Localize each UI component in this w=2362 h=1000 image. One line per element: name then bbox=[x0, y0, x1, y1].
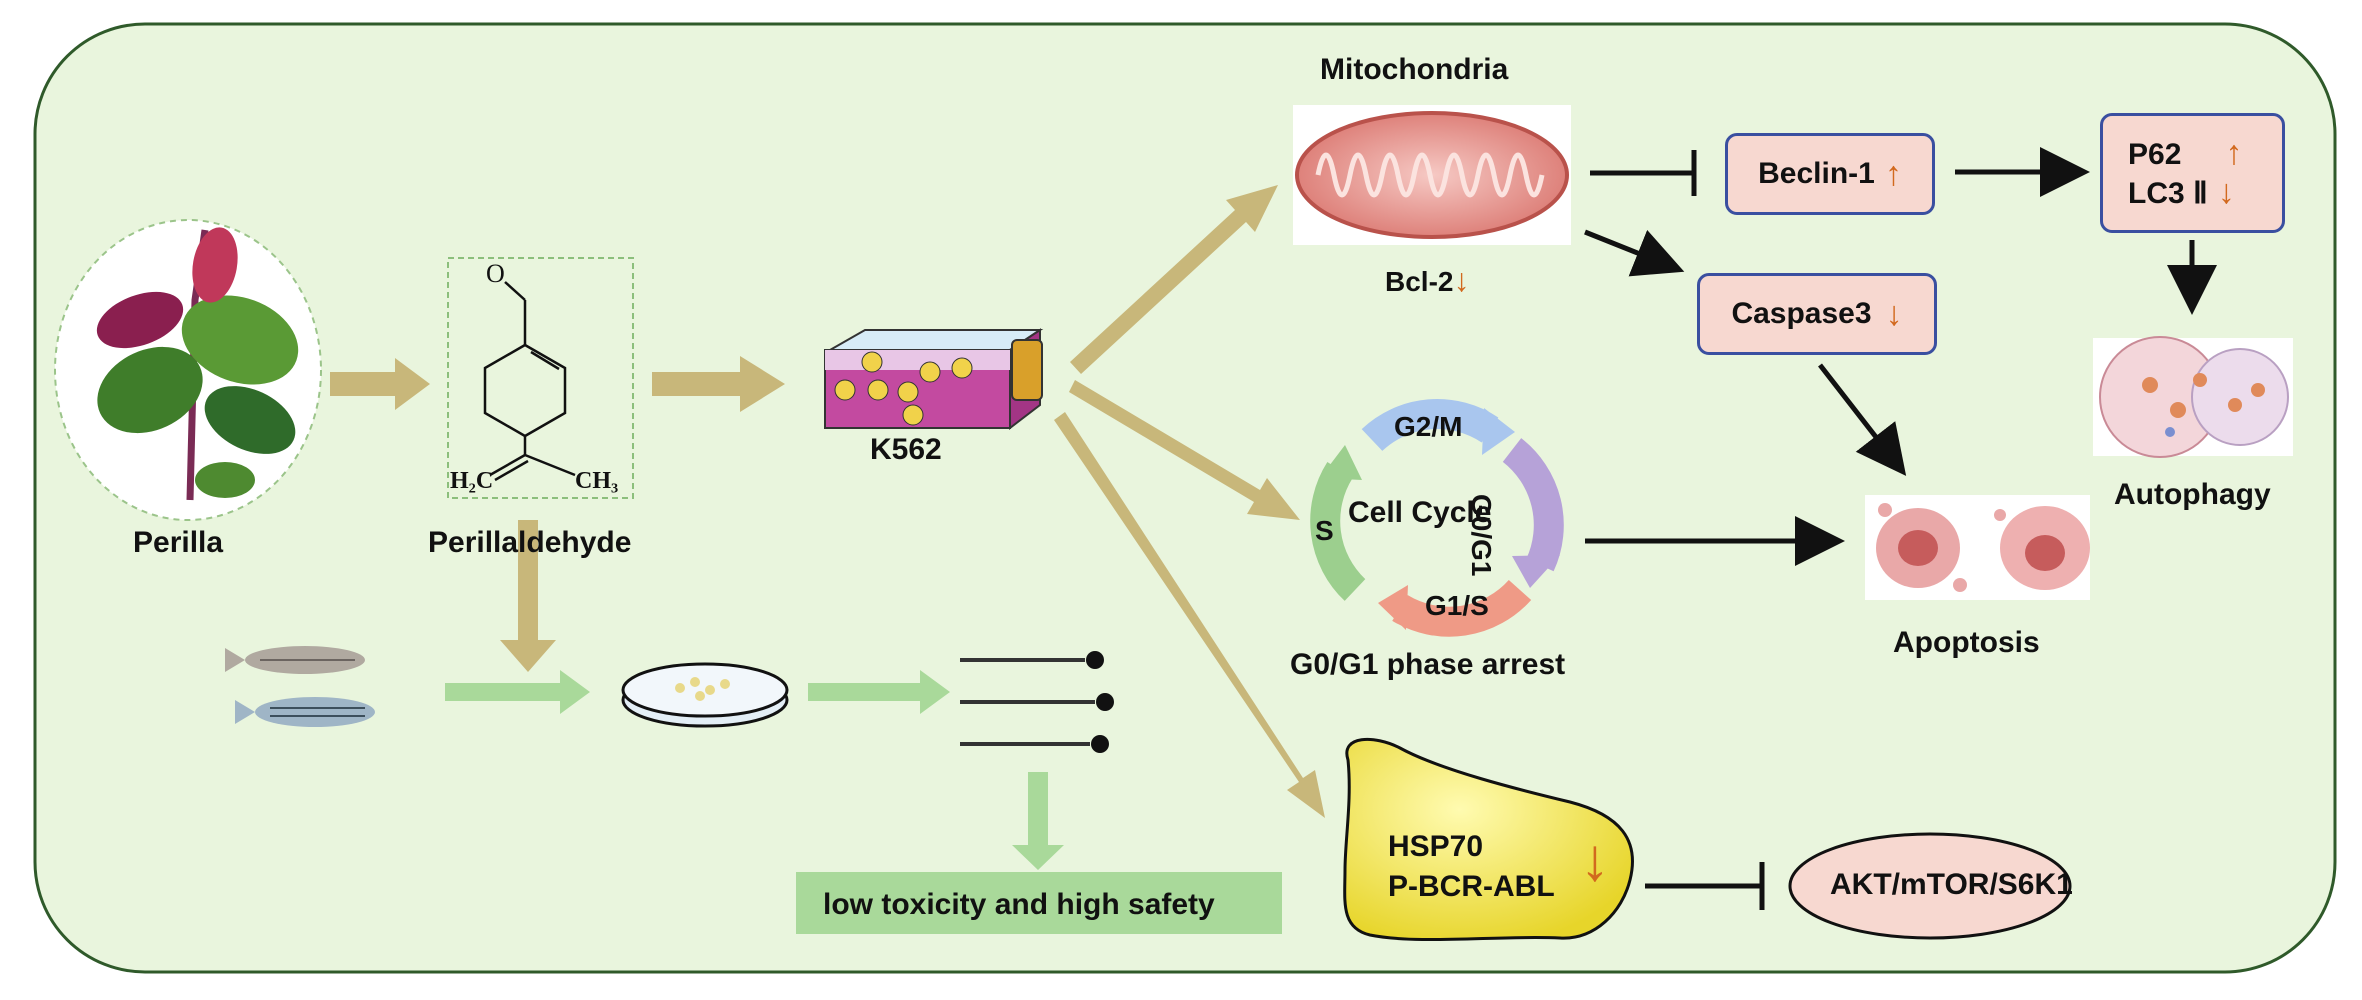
arrow-molecule-to-k562 bbox=[652, 356, 785, 412]
arrow-mito-caspase3 bbox=[1584, 229, 1685, 277]
arrow-perilla-to-molecule bbox=[330, 358, 430, 410]
p62-up-arrow-icon: ↑ bbox=[2225, 134, 2243, 172]
hsp70-label: HSP70 bbox=[1388, 830, 1484, 863]
caspase3-box: Caspase3 ↓ bbox=[1697, 273, 1937, 355]
k562-label: K562 bbox=[870, 433, 942, 466]
g2m-label: G2/M bbox=[1394, 411, 1463, 442]
arrow-molecule-down bbox=[500, 520, 556, 672]
bcl2-label: Bcl-2↓ bbox=[1385, 262, 1469, 299]
arrow-k562-to-hsp70 bbox=[1054, 412, 1325, 818]
g0g1-label: G0/G1 bbox=[1466, 494, 1497, 577]
arrest-label: G0/G1 phase arrest bbox=[1290, 648, 1566, 681]
molecule-box bbox=[447, 257, 634, 499]
zebrafish-adult-image bbox=[225, 646, 375, 727]
arrow-k562-to-mitochondria bbox=[1070, 185, 1278, 374]
zebrafish-larvae-image bbox=[960, 651, 1114, 753]
arrow-fish-to-dish bbox=[445, 670, 590, 714]
g1s-label: G1/S bbox=[1425, 590, 1489, 621]
molecule-h2c: H₂C bbox=[450, 468, 493, 494]
perillaldehyde-structure bbox=[483, 281, 576, 482]
hsp-down-arrow-icon: ↓ bbox=[1580, 826, 1610, 893]
autophagy-label: Autophagy bbox=[2114, 478, 2271, 511]
petri-dish-image bbox=[621, 662, 789, 728]
hsp70-blob bbox=[1343, 737, 1634, 942]
autophagy-image bbox=[2093, 336, 2293, 458]
molecule-oxygen: O bbox=[486, 259, 505, 288]
toxicity-label: low toxicity and high safety bbox=[823, 888, 1215, 921]
lc3-row: LC3 Ⅱ ↓ bbox=[2128, 173, 2235, 212]
akt-ellipse bbox=[1788, 832, 2072, 940]
beclin1-text: Beclin-1 bbox=[1758, 157, 1875, 190]
p62-text: P62 bbox=[2128, 138, 2182, 171]
p62-row: P62 ↑ bbox=[2128, 134, 2242, 173]
cell-cycle-label: Cell Cycle bbox=[1348, 496, 1492, 529]
bcl2-down-arrow-icon: ↓ bbox=[1453, 262, 1470, 298]
bcl2-text: Bcl-2 bbox=[1385, 266, 1454, 297]
caspase3-text: Caspase3 bbox=[1731, 297, 1872, 330]
toxicity-box bbox=[796, 872, 1282, 934]
mitochondria-image bbox=[1293, 105, 1571, 245]
mitochondria-label: Mitochondria bbox=[1320, 53, 1509, 86]
perillaldehyde-label: Perillaldehyde bbox=[428, 526, 632, 559]
lc3-text: LC3 Ⅱ bbox=[2128, 177, 2208, 210]
arrow-k562-to-cellcycle bbox=[1069, 380, 1300, 520]
perilla-label: Perilla bbox=[133, 526, 224, 559]
arrow-dish-to-larvae bbox=[808, 670, 950, 714]
apoptosis-label: Apoptosis bbox=[1893, 626, 2040, 659]
apoptosis-image bbox=[1865, 495, 2090, 600]
lc3-down-arrow-icon: ↓ bbox=[2217, 173, 2235, 211]
beclin1-up-arrow-icon: ↑ bbox=[1884, 154, 1902, 193]
cell-cycle-diagram bbox=[1310, 399, 1564, 637]
p62-lc3-box: P62 ↑ LC3 Ⅱ ↓ bbox=[2100, 113, 2285, 233]
background-panel bbox=[33, 22, 2337, 974]
s-phase-label: S bbox=[1315, 515, 1334, 546]
perilla-plant-image bbox=[54, 219, 322, 521]
pbcrabl-label: P-BCR-ABL bbox=[1388, 870, 1555, 903]
caspase3-down-arrow-icon: ↓ bbox=[1885, 294, 1903, 333]
akt-label: AKT/mTOR/S6K1 bbox=[1830, 868, 2073, 901]
arrow-larvae-down bbox=[1012, 772, 1064, 870]
beclin1-box: Beclin-1 ↑ bbox=[1725, 133, 1935, 215]
k562-flask-image bbox=[824, 328, 1044, 431]
molecule-ch3: CH₃ bbox=[575, 468, 618, 494]
arrow-caspase3-apoptosis bbox=[1818, 363, 1907, 476]
